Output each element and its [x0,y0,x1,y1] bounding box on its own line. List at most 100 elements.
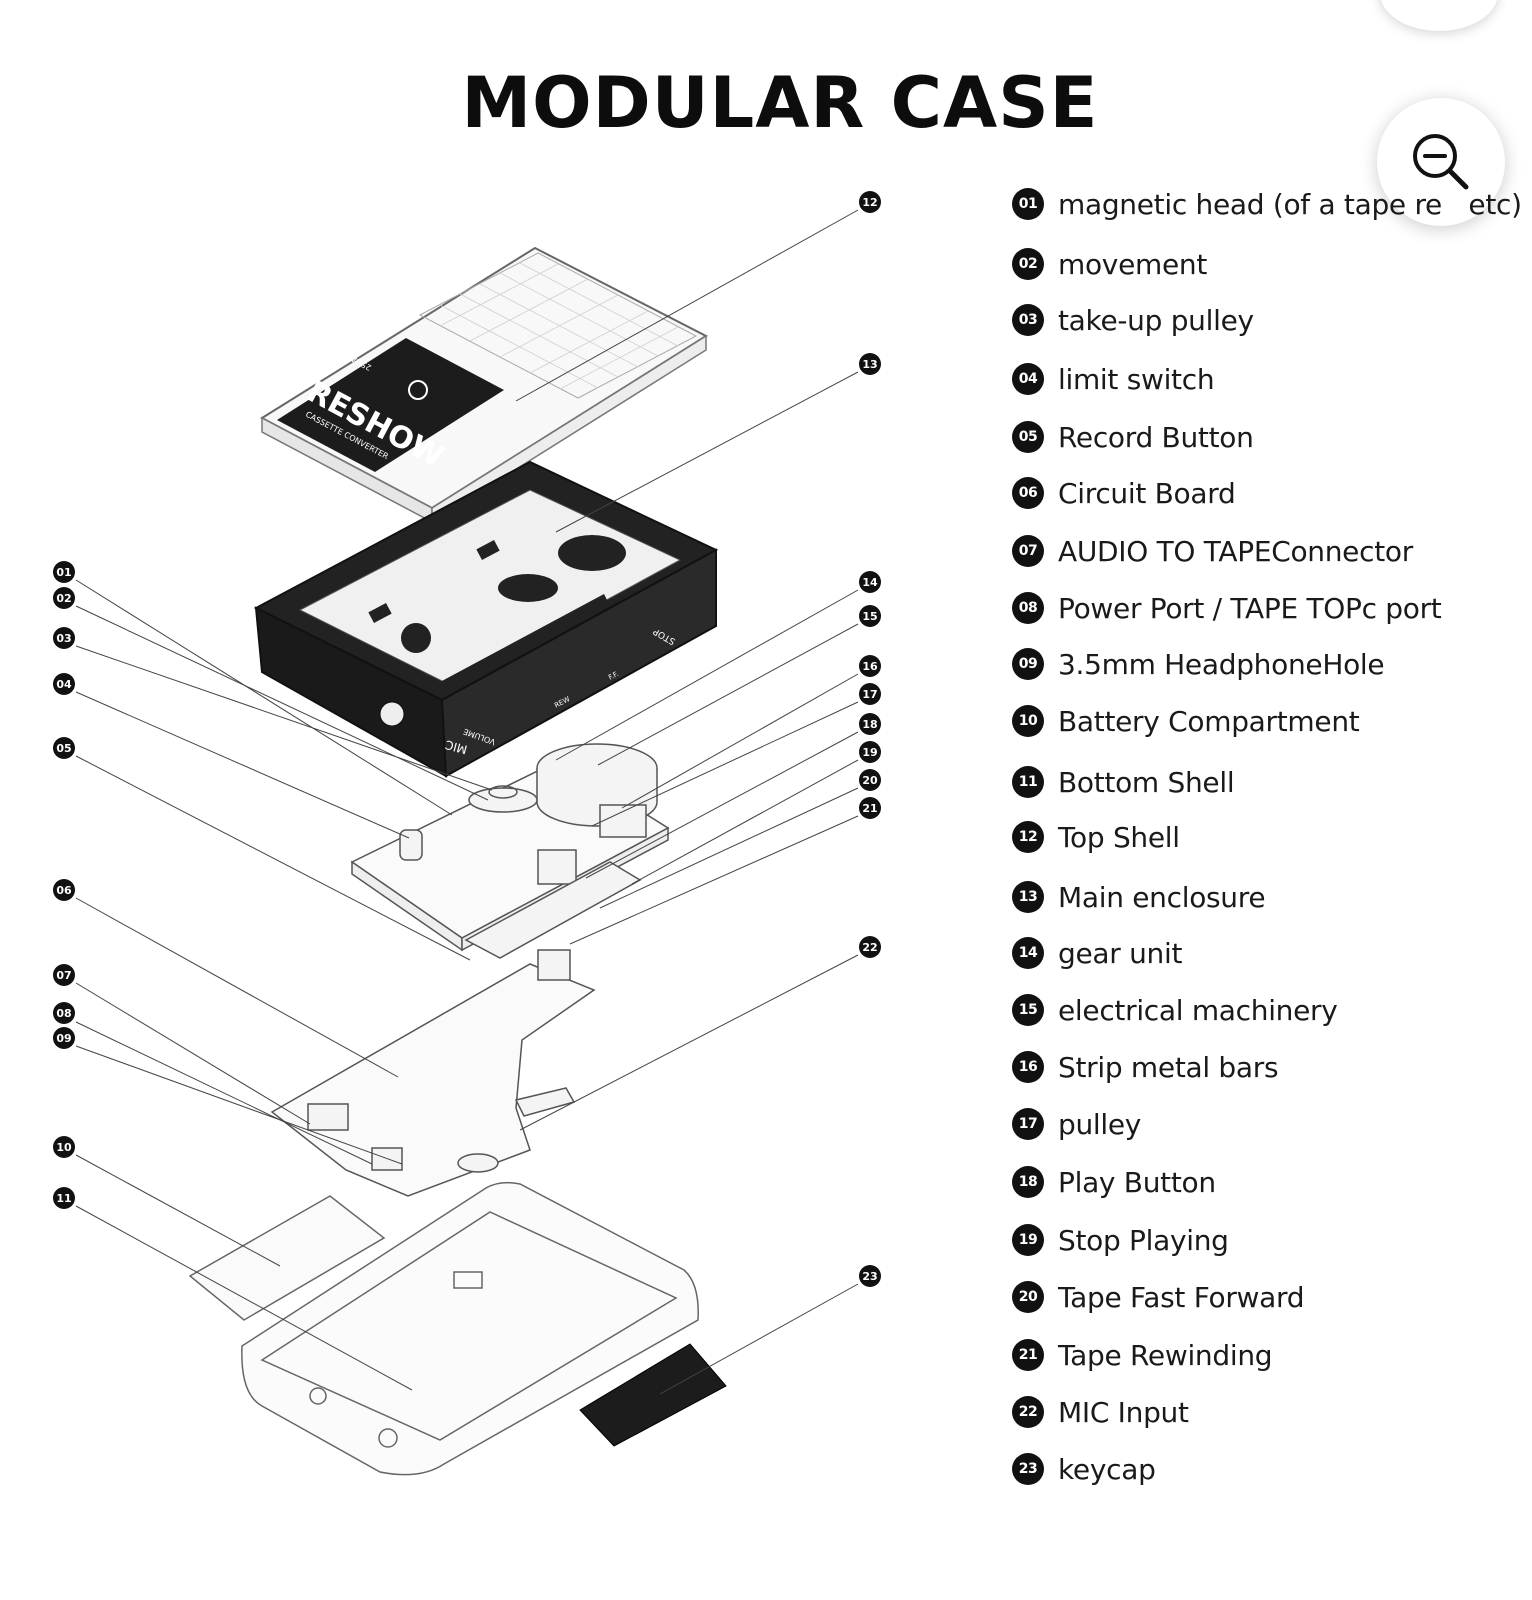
callout-19: 19 [859,741,881,763]
legend-label: Record Button [1058,420,1254,454]
callout-11: 11 [53,1187,75,1209]
legend-item-02: 02 movement [1012,244,1207,284]
legend-item-06: 06 Circuit Board [1012,473,1236,513]
callout-03: 03 [53,627,75,649]
legend-badge: 12 [1012,821,1044,853]
legend-item-15: 15 electrical machinery [1012,990,1338,1030]
callout-17: 17 [859,683,881,705]
legend-label: 3.5mm HeadphoneHole [1058,647,1385,681]
legend-item-17: 17 pulley [1012,1104,1141,1144]
legend-label: Battery Compartment [1058,704,1360,738]
legend-label: AUDIO TO TAPEConnector [1058,534,1413,568]
svg-text:01: 01 [56,566,71,579]
legend-label: Circuit Board [1058,476,1236,510]
legend-label: take-up pulley [1058,303,1254,337]
legend-label: pulley [1058,1107,1142,1141]
svg-text:12: 12 [862,196,877,209]
callout-10: 10 [53,1136,75,1158]
legend-item-04: 04 limit switch [1012,359,1215,399]
legend-label: electrical machinery [1058,993,1338,1027]
legend-badge: 18 [1012,1166,1044,1198]
top-shell: RESHOW CASSETTE CONVERTER 25GA [259,246,709,524]
legend-badge: 14 [1012,937,1044,969]
legend-item-16: 16 Strip metal bars [1012,1047,1279,1087]
legend-badge: 02 [1012,248,1044,280]
legend-badge: 10 [1012,705,1044,737]
legend-badge: 05 [1012,421,1044,453]
svg-text:04: 04 [56,678,72,691]
svg-text:07: 07 [56,969,71,982]
legend-label: Stop Playing [1058,1223,1229,1257]
callout-13: 13 [859,353,881,375]
legend-item-12: 12 Top Shell [1012,817,1180,857]
legend-badge: 16 [1012,1051,1044,1083]
legend-item-10: 10 Battery Compartment [1012,701,1360,741]
leader-lines [75,209,859,1395]
callout-badges: 01 02 03 04 05 06 07 08 09 10 11 12 13 1… [53,191,881,1287]
floating-button[interactable] [1380,0,1498,31]
legend-badge: 17 [1012,1108,1044,1140]
battery-door [188,1195,386,1321]
callout-14: 14 [859,571,881,593]
bottom-shell [241,1181,699,1476]
svg-text:08: 08 [56,1007,71,1020]
svg-text:17: 17 [862,688,877,701]
legend-badge: 23 [1012,1453,1044,1485]
legend-item-22: 22 MIC Input [1012,1392,1189,1432]
legend-item-08: 08 Power Port / TAPE TOPc port [1012,588,1442,628]
legend-badge: 22 [1012,1396,1044,1428]
svg-text:15: 15 [862,610,877,623]
legend-item-20: 20 Tape Fast Forward [1012,1277,1305,1317]
legend-label: movement [1058,247,1208,281]
callout-07: 07 [53,964,75,986]
legend-badge: 06 [1012,477,1044,509]
callout-02: 02 [53,587,75,609]
callout-04: 04 [53,673,75,695]
legend-item-18: 18 Play Button [1012,1162,1216,1202]
legend-label: MIC Input [1058,1395,1189,1429]
legend-badge: 08 [1012,592,1044,624]
legend-item-01: 01 magnetic head (of a tape re etc) [1012,184,1522,224]
legend-badge: 15 [1012,994,1044,1026]
svg-text:11: 11 [56,1192,71,1205]
legend-label: Power Port / TAPE TOPc port [1058,591,1442,625]
legend-badge: 09 [1012,648,1044,680]
page-title: MODULAR CASE [461,62,1099,144]
legend-label: Top Shell [1058,820,1180,854]
callout-09: 09 [53,1027,75,1049]
legend-badge: 01 [1012,188,1044,220]
callout-15: 15 [859,605,881,627]
legend-label: magnetic head (of a tape re etc) [1058,187,1522,221]
exploded-diagram: RESHOW CASSETTE CONVERTER 25GA MIC VOLUM… [53,191,881,1476]
callout-16: 16 [859,655,881,677]
callout-22: 22 [859,936,881,958]
legend-label: Play Button [1058,1165,1216,1199]
legend-item-03: 03 take-up pulley [1012,300,1254,340]
svg-text:05: 05 [56,742,71,755]
callout-18: 18 [859,713,881,735]
legend-label: limit switch [1058,362,1215,396]
legend-label: Main enclosure [1058,880,1266,914]
legend-badge: 20 [1012,1281,1044,1313]
legend-label: Tape Fast Forward [1058,1280,1305,1314]
svg-text:02: 02 [56,592,71,605]
zoom-out-button[interactable] [1377,98,1505,226]
svg-text:20: 20 [862,774,878,787]
tape-mechanism [350,743,670,959]
svg-text:18: 18 [862,718,877,731]
callout-12: 12 [859,191,881,213]
legend-label: Strip metal bars [1058,1050,1279,1084]
svg-text:06: 06 [56,884,72,897]
zoom-out-icon [1413,134,1469,190]
legend-badge: 03 [1012,304,1044,336]
legend-badge: 21 [1012,1339,1044,1371]
legend-badge: 11 [1012,766,1044,798]
side-label-ff: F.F. [607,670,620,682]
legend-badge: 04 [1012,363,1044,395]
svg-text:10: 10 [56,1141,72,1154]
